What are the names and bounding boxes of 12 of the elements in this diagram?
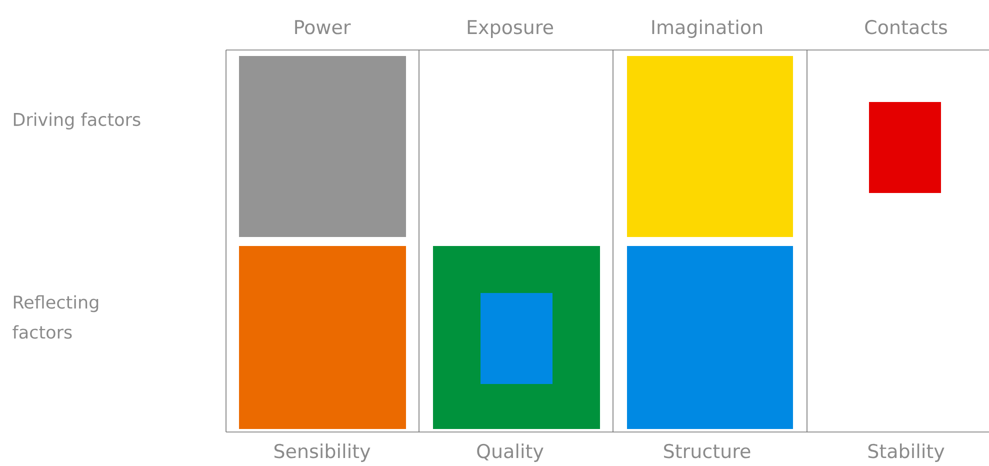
column-heading: Contacts [865, 20, 947, 34]
filled-square [480, 293, 552, 384]
column-heading: Exposure [468, 20, 553, 38]
filled-square [627, 56, 793, 237]
filled-square [869, 102, 941, 193]
column-heading: Quality [477, 444, 544, 462]
row-heading: Reflecting factors [12, 295, 98, 339]
filled-square [627, 246, 793, 429]
row-heading: Driving factors [14, 112, 140, 130]
filled-square [239, 56, 406, 237]
filled-square [239, 246, 406, 429]
column-heading: Stability [868, 444, 944, 462]
